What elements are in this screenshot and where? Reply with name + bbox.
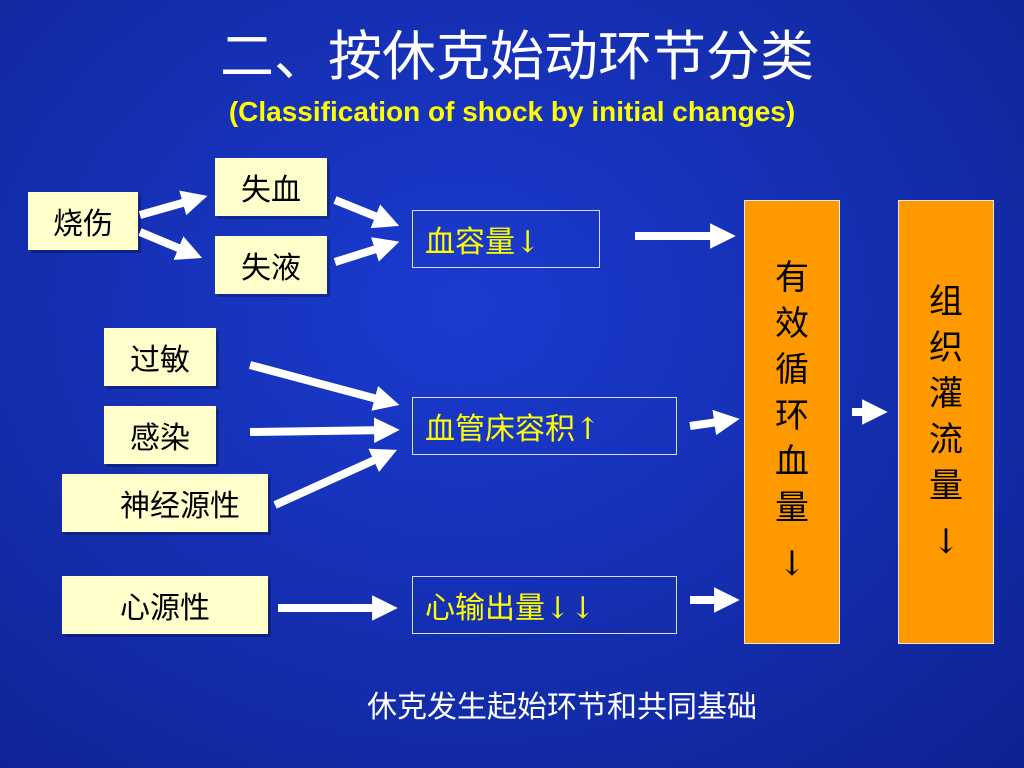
arrow-burn-to-blood-loss — [138, 190, 208, 219]
cause-neurogenic: 神经源性 — [62, 474, 268, 532]
mechanism-cardiac-output: 心输出量↓↓ — [412, 576, 677, 634]
outcome-tissue-perfusion-text: 组织灌流量 ↓ — [899, 279, 993, 565]
cause-cardiogenic: 心源性 — [62, 576, 268, 634]
footer-caption: 休克发生起始环节和共同基础 — [367, 690, 757, 725]
effective-circulation-char: 循 — [775, 350, 809, 390]
tissue-perfusion-char: 组 — [929, 282, 963, 322]
arrow-infection-to-capacity — [249, 417, 400, 444]
tissue-perfusion-char: ↓ — [931, 522, 961, 562]
arrow-burn-to-fluid-loss — [138, 228, 203, 260]
cause-burn: 烧伤 — [28, 192, 138, 250]
page-subtitle: (Classification of shock by initial chan… — [228, 96, 796, 127]
effective-circulation-char: ↓ — [777, 544, 807, 584]
outcome-effective-circulation: 有效循环血量 ↓ — [744, 200, 840, 644]
arrow-blood-loss-to-volume — [333, 196, 400, 229]
tissue-perfusion-char: 灌 — [929, 374, 963, 414]
arrow-capacity-to-circulation — [689, 409, 740, 436]
cause-blood-loss: 失血 — [215, 158, 327, 216]
cause-allergy: 过敏 — [104, 328, 216, 386]
tissue-perfusion-char: 量 — [929, 466, 963, 506]
cause-fluid-loss: 失液 — [215, 236, 327, 294]
cause-infection: 感染 — [104, 406, 216, 464]
tissue-perfusion-char: 织 — [929, 328, 963, 368]
effective-circulation-char: 有 — [775, 258, 809, 298]
effective-circulation-char: 量 — [775, 488, 809, 528]
outcome-tissue-perfusion: 组织灌流量 ↓ — [898, 200, 994, 644]
arrow-allergy-to-capacity — [248, 361, 400, 411]
effective-circulation-char: 环 — [775, 396, 809, 436]
arrow-fluid-loss-to-volume — [333, 237, 400, 266]
page-title: 二、按休克始动环节分类 — [220, 25, 814, 88]
arrow-neurogenic-to-capacity — [273, 448, 397, 509]
effective-circulation-char: 血 — [775, 442, 809, 482]
mechanism-blood-volume: 血容量↓ — [412, 210, 600, 268]
mechanism-vascular-capacity: 血管床容积↑ — [412, 397, 677, 455]
effective-circulation-char: 效 — [775, 304, 809, 344]
outcome-effective-circulation-text: 有效循环血量 ↓ — [745, 255, 839, 587]
tissue-perfusion-char: 流 — [929, 420, 963, 460]
